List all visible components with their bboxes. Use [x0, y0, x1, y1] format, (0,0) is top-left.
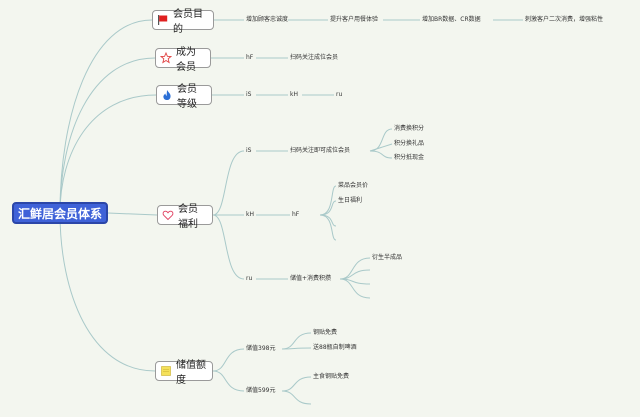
level-3: ru — [336, 91, 343, 98]
stored-398-label: 储值398元 — [246, 345, 276, 352]
star-outline-icon — [160, 52, 172, 64]
benefit-ru-item: 衍生半成品 — [372, 254, 403, 261]
level-2: kH — [290, 91, 298, 98]
branch-label: 储值额度 — [176, 360, 206, 386]
note-icon — [160, 365, 172, 377]
purpose-item-2: 提升客户用餐体验 — [330, 16, 379, 23]
benefit-is-item: 积分抵现金 — [394, 154, 425, 161]
branch-stored-value[interactable]: 储值额度 — [155, 360, 213, 386]
connector — [212, 370, 245, 392]
connector-root-benefits — [107, 212, 158, 216]
connector-root-purpose — [59, 19, 153, 214]
stored-398-item: 送88瓶自制啤酒 — [313, 344, 357, 351]
branch-label: 会员等级 — [177, 84, 197, 110]
branch-become-member[interactable]: 成为会员 — [155, 47, 211, 73]
connector — [339, 278, 371, 299]
benefit-ru-text: 储值+消费积攒 — [290, 275, 332, 282]
benefit-kh-item: 菜品会员价 — [338, 182, 369, 189]
connector — [212, 150, 245, 216]
benefit-kh-level: kH — [246, 211, 254, 218]
connector — [281, 347, 312, 350]
connector — [339, 269, 371, 280]
connector — [319, 214, 337, 227]
flame-icon — [161, 89, 173, 101]
benefit-kh-item: 生日福利 — [338, 197, 363, 204]
purpose-item-1: 增加顾客忠诚度 — [246, 16, 289, 23]
root-label: 汇鲜居会员体系 — [17, 206, 102, 221]
branch-purpose[interactable]: 会员目的 — [152, 9, 214, 35]
benefit-ru-level: ru — [246, 275, 253, 282]
connector — [281, 332, 312, 350]
benefit-is-text: 扫码关注即可成位会员 — [290, 147, 351, 154]
benefit-is-item: 积分换礼品 — [394, 140, 425, 147]
connector — [339, 257, 371, 280]
benefit-kh-sub: hF — [292, 211, 300, 218]
connector — [319, 200, 337, 216]
stored-398-item: 钢贴免费 — [313, 329, 338, 336]
branch-label: 会员目的 — [173, 9, 203, 35]
root-node[interactable]: 汇鲜居会员体系 — [12, 202, 108, 224]
connector — [319, 214, 337, 241]
connector — [212, 214, 245, 280]
level-1: iS — [246, 91, 252, 98]
connector — [319, 185, 337, 216]
branch-member-benefits[interactable]: 会员福利 — [157, 204, 213, 230]
benefit-is-item: 消费换积分 — [394, 125, 425, 132]
connector — [281, 376, 312, 392]
stored-599-item: 主食钢贴免费 — [313, 373, 350, 380]
connector-root-level — [59, 94, 157, 214]
purpose-item-3: 增加BR数据、CR数据 — [422, 16, 481, 23]
red-flag-icon — [157, 14, 169, 26]
branch-label: 会员福利 — [178, 204, 198, 230]
heart-outline-icon — [162, 209, 174, 221]
connector — [212, 348, 245, 372]
become-level: hF — [246, 54, 254, 61]
connector — [369, 150, 393, 159]
become-text: 扫码关注成位会员 — [290, 54, 339, 61]
branch-member-level[interactable]: 会员等级 — [156, 84, 212, 110]
stored-599-label: 储值599元 — [246, 387, 276, 394]
connector — [369, 143, 393, 152]
connector-root-stored — [59, 212, 156, 372]
connector — [281, 390, 312, 405]
branch-label: 成为会员 — [176, 47, 196, 73]
benefit-is-level: iS — [246, 147, 252, 154]
connector-root-become — [59, 57, 156, 214]
purpose-item-4: 刺激客户二次消费，增强粘性 — [525, 16, 604, 23]
